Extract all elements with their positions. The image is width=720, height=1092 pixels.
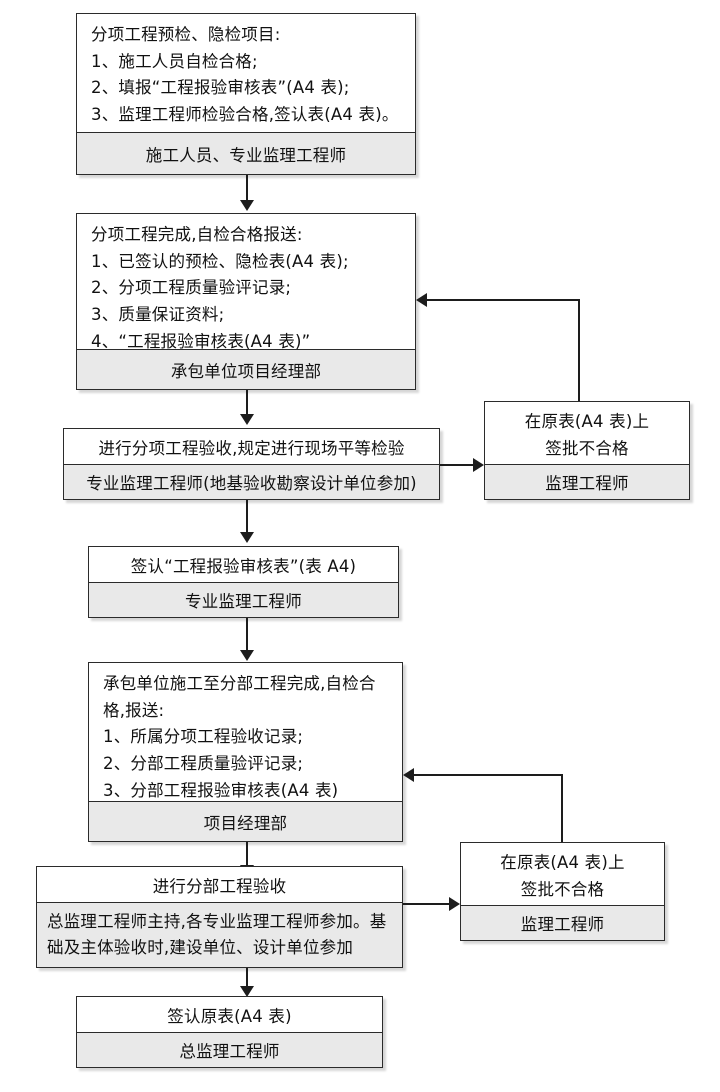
node-1-body: 分项工程预检、隐检项目: 1、施工人员自检合格; 2、填报“工程报验审核表”(A… [77,14,415,132]
node-sign-verification-form[interactable]: 签认“工程报验审核表”(表 A4) 专业监理工程师 [88,546,399,618]
node-sign-original-form[interactable]: 签认原表(A4 表) 总监理工程师 [76,996,383,1068]
connector-n4-to-n2-horizontal [427,299,579,301]
connector-n1-to-n2-arrowhead [240,200,254,211]
connector-n3-to-n5-arrowhead [240,532,254,543]
connector-n4-to-n2-arrowhead [416,293,427,307]
connector-n5-to-n6-line [246,618,248,651]
node-9-actor: 总监理工程师 [77,1032,382,1067]
node-6-actor: 项目经理部 [89,801,402,841]
node-reject-signoff-lower[interactable]: 在原表(A4 表)上 签批不合格 监理工程师 [460,842,665,941]
node-6-line-1: 格,报送: [103,700,165,720]
node-6-line-2: 1、所属分项工程验收记录; [103,727,304,747]
node-2-line-3: 3、质量保证资料; [91,305,225,325]
connector-n8-to-n6-arrowhead [403,768,414,782]
node-4-line-1: 签批不合格 [545,438,629,458]
node-8-line-0: 在原表(A4 表)上 [500,853,625,872]
node-4-line-0: 在原表(A4 表)上 [524,412,650,431]
node-reject-signoff-upper[interactable]: 在原表(A4 表)上 签批不合格 监理工程师 [484,401,690,500]
node-1-actor: 施工人员、专业监理工程师 [77,132,415,174]
node-3-line-0: 进行分项工程验收,规定进行现场平等检验 [98,439,405,458]
connector-n8-to-n6-horizontal [414,774,562,776]
node-9-body: 签认原表(A4 表) [77,997,382,1032]
node-5-line-0: 签认“工程报验审核表”(表 A4) [130,557,357,576]
node-7-line-0: 进行分部工程验收 [152,877,287,896]
node-division-acceptance[interactable]: 进行分部工程验收 总监理工程师主持,各专业监理工程师参加。基础及主体验收时,建设… [36,866,403,968]
node-6-line-4: 3、分部工程报验审核表(A4 表) [103,780,339,800]
node-4-actor: 监理工程师 [485,464,689,499]
connector-n2-to-n3-arrowhead [240,414,254,425]
node-6-body: 承包单位施工至分部工程完成,自检合 格,报送: 1、所属分项工程验收记录; 2、… [89,663,402,801]
node-2-body: 分项工程完成,自检合格报送: 1、已签认的预检、隐检表(A4 表); 2、分项工… [77,214,415,351]
node-1-line-1: 1、施工人员自检合格; [91,51,258,71]
connector-n7-to-n9-line [246,968,248,988]
node-9-line-0: 签认原表(A4 表) [167,1007,292,1026]
node-subitem-acceptance[interactable]: 进行分项工程验收,规定进行现场平等检验 专业监理工程师(地基验收勘察设计单位参加… [63,428,440,500]
connector-n2-to-n3-line [246,390,248,415]
node-1-line-2: 2、填报“工程报验审核表”(A4 表); [91,78,350,98]
node-2-actor: 承包单位项目经理部 [77,349,415,389]
node-1-line-3: 3、监理工程师检验合格,签认表(A4 表)。 [91,105,399,125]
node-4-body: 在原表(A4 表)上 签批不合格 [485,402,689,464]
connector-n7-to-n8-arrowhead [449,897,460,911]
node-2-line-0: 分项工程完成,自检合格报送: [91,225,303,244]
node-3-body: 进行分项工程验收,规定进行现场平等检验 [64,429,439,464]
node-2-line-1: 1、已签认的预检、隐检表(A4 表); [91,251,349,271]
connector-n3-to-n4-line [440,464,476,466]
node-6-line-0: 承包单位施工至分部工程完成,自检合 [103,674,376,693]
node-7-body: 进行分部工程验收 [37,867,402,902]
connector-n3-to-n5-line [246,500,248,533]
node-2-line-2: 2、分项工程质量验评记录; [91,278,292,298]
connector-n4-to-n2-vertical [578,299,580,401]
node-8-line-1: 签批不合格 [520,879,605,899]
connector-n3-to-n4-arrowhead [473,458,484,472]
node-5-actor: 专业监理工程师 [89,582,398,617]
node-7-actor: 总监理工程师主持,各专业监理工程师参加。基础及主体验收时,建设单位、设计单位参加 [37,902,402,967]
connector-n7-to-n9-arrowhead [240,986,254,997]
node-2-line-4: 4、“工程报验审核表(A4 表)” [91,331,311,351]
connector-n7-to-n8-line [403,903,449,905]
connector-n1-to-n2-line [246,175,248,202]
node-6-line-3: 2、分部工程质量验评记录; [103,754,304,774]
connector-n5-to-n6-arrowhead [240,650,254,661]
node-subitem-completed-submit[interactable]: 分项工程完成,自检合格报送: 1、已签认的预检、隐检表(A4 表); 2、分项工… [76,213,416,390]
node-preinspection-items[interactable]: 分项工程预检、隐检项目: 1、施工人员自检合格; 2、填报“工程报验审核表”(A… [76,13,416,175]
node-8-actor: 监理工程师 [461,905,664,940]
connector-n8-to-n6-vertical [561,774,563,842]
connector-n6-to-n7-line [246,842,248,866]
node-8-body: 在原表(A4 表)上 签批不合格 [461,843,664,905]
node-3-actor: 专业监理工程师(地基验收勘察设计单位参加) [64,464,439,499]
node-5-body: 签认“工程报验审核表”(表 A4) [89,547,398,582]
node-1-line-0: 分项工程预检、隐检项目: [91,25,281,44]
node-division-completed-submit[interactable]: 承包单位施工至分部工程完成,自检合 格,报送: 1、所属分项工程验收记录; 2、… [88,662,403,842]
